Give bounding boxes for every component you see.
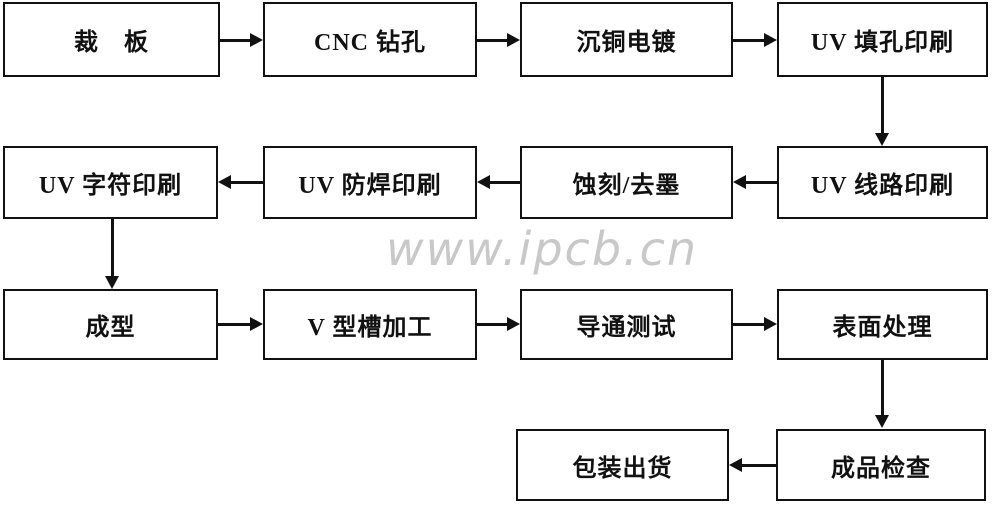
arrow-shaft [477,39,507,42]
arrow-shaft [746,181,777,184]
step-v-groove-label: V 型槽加工 [307,315,433,341]
step-cnc-drilling-label: CNC 钻孔 [314,30,426,56]
arrow-shaft [231,181,263,184]
step-packing-shipping: 包装出货 [516,429,729,501]
step-etching-deink-label: 蚀刻/去墨 [572,173,681,199]
step-v-groove: V 型槽加工 [263,289,477,360]
arrow-shaft [111,219,114,276]
arrow-shaft [733,39,764,42]
step-uv-soldermask-print: UV 防焊印刷 [263,146,477,219]
step-packing-shipping-label: 包装出货 [572,455,673,482]
step-uv-legend-print-label: UV 字符印刷 [38,173,183,199]
step-forming: 成型 [3,289,218,360]
arrowhead-left-icon [218,175,231,189]
step-final-inspection: 成品检查 [776,429,986,501]
arrowhead-left-icon [729,458,742,472]
watermark-text: www.ipcb.cn [386,222,699,276]
arrowhead-left-icon [477,175,490,189]
arrowhead-down-icon [875,415,889,428]
step-uv-soldermask-print-label: UV 防焊印刷 [298,173,442,199]
arrowhead-right-icon [764,317,777,331]
arrowhead-down-icon [875,133,889,146]
step-copper-plating: 沉铜电镀 [520,2,733,77]
step-final-inspection-label: 成品检查 [831,455,931,482]
step-continuity-test: 导通测试 [520,289,733,360]
step-continuity-test-label: 导通测试 [576,315,677,341]
step-cutting-label: 裁 板 [74,30,149,56]
step-uv-legend-print: UV 字符印刷 [3,146,218,219]
step-copper-plating-label: 沉铜电镀 [576,30,677,56]
step-forming-label: 成型 [85,315,136,341]
step-uv-circuit-print: UV 线路印刷 [777,146,988,219]
step-cnc-drilling: CNC 钻孔 [263,2,477,77]
step-uv-circuit-print-label: UV 线路印刷 [810,173,955,199]
arrowhead-right-icon [250,33,263,47]
arrow-shaft [733,323,764,326]
arrowhead-right-icon [764,33,777,47]
arrowhead-left-icon [733,175,746,189]
arrow-shaft [881,77,884,133]
arrow-shaft [490,181,520,184]
arrow-shaft [742,464,776,467]
arrow-shaft [477,323,507,326]
step-surface-treatment-label: 表面处理 [832,315,933,341]
step-uv-hole-fill-print-label: UV 填孔印刷 [810,30,955,56]
arrow-shaft [218,323,250,326]
step-etching-deink: 蚀刻/去墨 [520,146,733,219]
step-uv-hole-fill-print: UV 填孔印刷 [777,2,988,77]
arrow-shaft [881,360,884,415]
arrowhead-right-icon [250,317,263,331]
arrow-shaft [220,39,250,42]
arrowhead-right-icon [507,317,520,331]
arrowhead-down-icon [105,276,119,289]
arrowhead-right-icon [507,33,520,47]
step-cutting: 裁 板 [3,2,220,77]
step-surface-treatment: 表面处理 [777,289,988,360]
